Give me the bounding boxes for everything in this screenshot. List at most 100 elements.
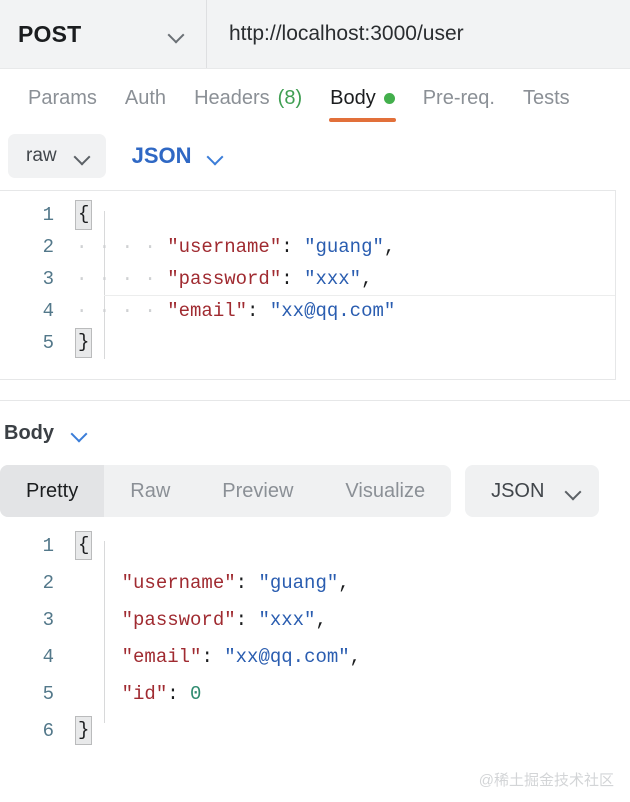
request-body-editor[interactable]: 1 { 2 · · · · "username": "guang", 3 · ·… [0,190,616,380]
tab-raw[interactable]: Raw [104,465,196,517]
tab-pre-request-label: Pre-req. [422,87,495,109]
json-separator: : [235,571,259,594]
json-separator: : [235,608,259,631]
code-content: · · · · "username": "guang", [72,236,395,258]
indent-guide: · · · · [76,236,168,258]
response-body-viewer[interactable]: 1 { 2 "username": "guang", 3 "password":… [0,517,630,746]
json-value: "xx@qq.com" [224,645,350,668]
indent-guide: · · · · [76,268,168,290]
json-value: "xxx" [258,608,316,631]
indent-guide: · · · · [76,300,168,322]
code-line: 4 · · · · "email": "xx@qq.com" [0,295,615,327]
code-content: · · · · "email": "xx@qq.com" [72,300,395,322]
tab-auth[interactable]: Auth [111,87,180,122]
line-number: 6 [42,719,54,742]
tab-pretty[interactable]: Pretty [0,465,105,517]
tab-body[interactable]: Body [316,87,409,122]
json-value: "xxx" [304,268,362,290]
tab-headers-count: (8) [277,87,303,109]
tab-params-label: Params [28,87,97,109]
json-key: "id" [121,682,168,705]
tab-headers-label: Headers [194,87,270,109]
json-value: "xx@qq.com" [269,300,396,322]
json-value: 0 [190,682,202,705]
chevron-down-icon [72,426,87,441]
chevron-down-icon [208,149,223,164]
code-content: } [72,715,93,746]
line-number: 1 [42,534,54,557]
watermark: @稀土掘金技术社区 [478,772,614,789]
line-number: 5 [42,682,54,705]
code-line: 3 · · · · "password": "xxx", [0,263,615,295]
response-tab-bar: Pretty Raw Preview Visualize JSON [0,465,630,517]
tab-params[interactable]: Params [14,87,111,122]
code-content: · · · · "password": "xxx", [72,268,372,290]
tab-tests[interactable]: Tests [509,87,584,122]
code-line: 4 "email": "xx@qq.com", [0,638,630,675]
close-brace-token: } [75,328,93,358]
tab-auth-label: Auth [124,87,167,109]
body-mode-select[interactable]: raw [8,134,106,178]
response-view-tabs: Pretty Raw Preview Visualize [0,465,452,517]
code-line: 2 "username": "guang", [0,564,630,601]
open-brace-token: { [75,200,93,230]
tab-visualize-label: Visualize [345,479,426,502]
response-body-header[interactable]: Body [0,401,630,465]
tab-tests-label: Tests [522,87,570,109]
tab-pretty-label: Pretty [26,479,79,502]
tab-headers[interactable]: Headers (8) [180,87,316,122]
chevron-down-icon [75,149,90,164]
code-content: "password": "xxx", [72,609,327,631]
http-method-select[interactable]: POST [0,0,207,68]
tab-pre-request[interactable]: Pre-req. [409,87,509,122]
json-comma: , [315,608,327,631]
body-type-bar: raw JSON [0,122,630,190]
request-url-input[interactable]: http://localhost:3000/user [229,22,464,45]
tab-preview[interactable]: Preview [196,465,319,517]
code-content: "email": "xx@qq.com", [72,646,361,668]
request-url-bar: POST http://localhost:3000/user [0,0,630,69]
editor-gutter-rule [104,541,105,723]
code-line: 3 "password": "xxx", [0,601,630,638]
code-content: { [72,530,93,561]
json-comma: , [338,571,350,594]
tab-visualize[interactable]: Visualize [319,465,451,517]
json-separator: : [201,645,225,668]
body-format-select[interactable]: JSON [132,143,223,169]
code-line: 1 { [0,527,630,564]
tab-body-label: Body [330,87,376,109]
code-line: 6 } [0,712,630,749]
response-format-label: JSON [491,479,545,502]
close-brace-token: } [75,715,93,746]
json-value: "guang" [304,236,384,258]
json-separator: : [167,682,191,705]
tab-preview-label: Preview [222,479,294,502]
json-separator: : [247,300,270,322]
section-divider [0,400,630,401]
line-number: 1 [42,204,54,226]
code-line: 5 } [0,327,615,359]
response-format-select[interactable]: JSON [465,465,600,517]
json-key: "email" [167,300,248,322]
line-number: 3 [42,268,54,290]
body-format-label: JSON [131,143,192,168]
body-mode-label: raw [26,145,57,166]
response-body-label: Body [4,421,54,444]
chevron-down-icon [566,484,581,499]
line-highlight-rule [104,295,615,296]
code-content: "username": "guang", [72,572,350,594]
code-line: 1 { [0,199,615,231]
line-number: 4 [42,645,54,668]
line-number: 5 [42,332,54,354]
request-tab-bar: Params Auth Headers (8) Body Pre-req. Te… [0,69,630,122]
json-comma: , [349,645,362,668]
open-brace-token: { [75,530,93,561]
editor-gutter-rule [104,211,105,359]
json-key: "password" [121,608,236,631]
line-number: 2 [42,571,54,594]
json-comma: , [361,268,373,290]
json-comma: , [383,236,396,258]
json-key: "username" [121,571,236,594]
json-value: "guang" [258,571,339,594]
tab-raw-label: Raw [130,479,171,502]
